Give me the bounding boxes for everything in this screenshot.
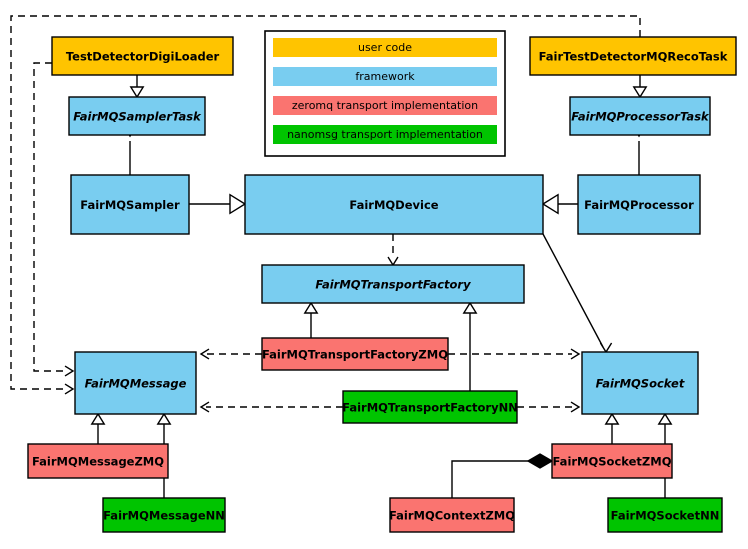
class-label-FairMQSocketZMQ: FairMQSocketZMQ [553,455,672,469]
generalization-arrowhead [541,193,559,215]
generalization-arrowhead [632,86,648,99]
class-node-FairMQSocketZMQ[interactable]: FairMQSocketZMQ [551,443,673,479]
class-label-FairMQSampler: FairMQSampler [80,198,180,212]
class-label-FairMQSocket: FairMQSocket [596,377,685,391]
class-node-FairMQSocket[interactable]: FairMQSocket [581,351,699,415]
generalization-arrowhead [462,301,478,314]
generalization-arrowhead [657,412,673,425]
class-node-FairMQContextZMQ[interactable]: FairMQContextZMQ [389,497,515,533]
generalization-arrowhead [90,412,106,425]
class-box-FairMQDevice[interactable] [244,174,544,235]
class-box-FairMQTransportFactoryNN[interactable] [342,390,518,424]
class-box-FairMQMessage[interactable] [74,351,197,415]
class-node-FairMQMessageZMQ[interactable]: FairMQMessageZMQ [27,443,169,479]
dependency-digiloader-to-message [33,62,68,372]
dependency-arrowhead [64,383,75,395]
dependency-recotask-to-message [10,15,641,390]
class-box-FairMQSocket[interactable] [581,351,699,415]
class-node-FairMQTransportFactoryNN[interactable]: FairMQTransportFactoryNN [342,390,518,424]
class-label-FairMQSamplerTask: FairMQSamplerTask [73,110,202,124]
class-box-TestDetectorDigiLoader[interactable] [51,36,234,76]
class-box-FairMQTransportFactoryZMQ[interactable] [261,337,449,371]
class-node-FairMQProcessorTask[interactable]: FairMQProcessorTask [569,96,711,136]
class-node-FairMQSocketNN[interactable]: FairMQSocketNN [607,497,723,533]
class-box-FairMQSocketNN[interactable] [607,497,723,533]
generalization-arrowhead [129,86,145,99]
class-label-FairMQDevice: FairMQDevice [349,198,438,212]
class-box-FairMQContextZMQ[interactable] [389,497,515,533]
generalization-arrowhead [604,412,620,425]
legend-label-user_code: user code [358,41,412,54]
legend-label-framework: framework [355,70,415,83]
generalization-arrowhead [303,301,319,314]
class-label-FairMQMessageZMQ: FairMQMessageZMQ [32,455,164,469]
dependency-arrowhead [199,348,210,360]
class-node-FairMQSampler[interactable]: FairMQSampler [70,174,190,235]
class-node-FairTestDetectorMQRecoTask[interactable]: FairTestDetectorMQRecoTask [529,36,737,76]
class-box-FairMQMessageZMQ[interactable] [27,443,169,479]
legend-label-zeromq: zeromq transport implementation [292,99,478,112]
class-node-FairMQSamplerTask[interactable]: FairMQSamplerTask [68,96,206,136]
class-box-FairMQProcessor[interactable] [577,174,701,235]
class-box-FairTestDetectorMQRecoTask[interactable] [529,36,737,76]
class-node-FairMQDevice[interactable]: FairMQDevice [244,174,544,235]
legend-swatch-user_code [273,38,497,57]
legend-swatch-nanomsg [273,125,497,144]
class-label-FairMQProcessor: FairMQProcessor [584,198,694,212]
class-label-FairMQProcessorTask: FairMQProcessorTask [571,110,710,124]
class-box-FairMQMessageNN[interactable] [102,497,226,533]
class-node-FairMQTransportFactoryZMQ[interactable]: FairMQTransportFactoryZMQ [261,337,449,371]
class-label-FairTestDetectorMQRecoTask: FairTestDetectorMQRecoTask [539,50,728,64]
class-label-FairMQContextZMQ: FairMQContextZMQ [389,509,515,523]
dependency-arrowhead [570,348,581,360]
generalization-arrowhead [229,193,247,215]
class-node-FairMQMessageNN[interactable]: FairMQMessageNN [102,497,226,533]
edge-socketzmq-contextzmq [451,460,528,498]
class-label-FairMQMessageNN: FairMQMessageNN [103,509,225,523]
legend-swatch-framework [273,67,497,86]
dependency-arrowhead [387,256,399,267]
class-label-FairMQSocketNN: FairMQSocketNN [611,509,720,523]
class-label-FairMQTransportFactoryNN: FairMQTransportFactoryNN [342,401,518,415]
class-node-FairMQTransportFactory[interactable]: FairMQTransportFactory [261,264,525,304]
class-node-FairMQProcessor[interactable]: FairMQProcessor [577,174,701,235]
dependency-arrowhead [570,401,581,413]
composition-diamond [526,453,554,469]
legend-label-nanomsg: nanomsg transport implementation [287,128,483,141]
class-label-FairMQMessage: FairMQMessage [85,377,187,391]
class-label-FairMQTransportFactory: FairMQTransportFactory [315,278,471,292]
class-box-FairMQSocketZMQ[interactable] [551,443,673,479]
class-box-FairMQSamplerTask[interactable] [68,96,206,136]
edge-device-socket [542,233,604,348]
class-node-FairMQMessage[interactable]: FairMQMessage [74,351,197,415]
class-box-FairMQSampler[interactable] [70,174,190,235]
class-label-FairMQTransportFactoryZMQ: FairMQTransportFactoryZMQ [262,348,448,362]
generalization-arrowhead [156,412,172,425]
class-box-FairMQProcessorTask[interactable] [569,96,711,136]
dependency-arrowhead [64,365,75,377]
legend-swatch-zeromq [273,96,497,115]
class-node-TestDetectorDigiLoader[interactable]: TestDetectorDigiLoader [51,36,234,76]
dependency-arrowhead [199,401,210,413]
class-box-FairMQTransportFactory[interactable] [261,264,525,304]
class-label-TestDetectorDigiLoader: TestDetectorDigiLoader [66,50,220,64]
